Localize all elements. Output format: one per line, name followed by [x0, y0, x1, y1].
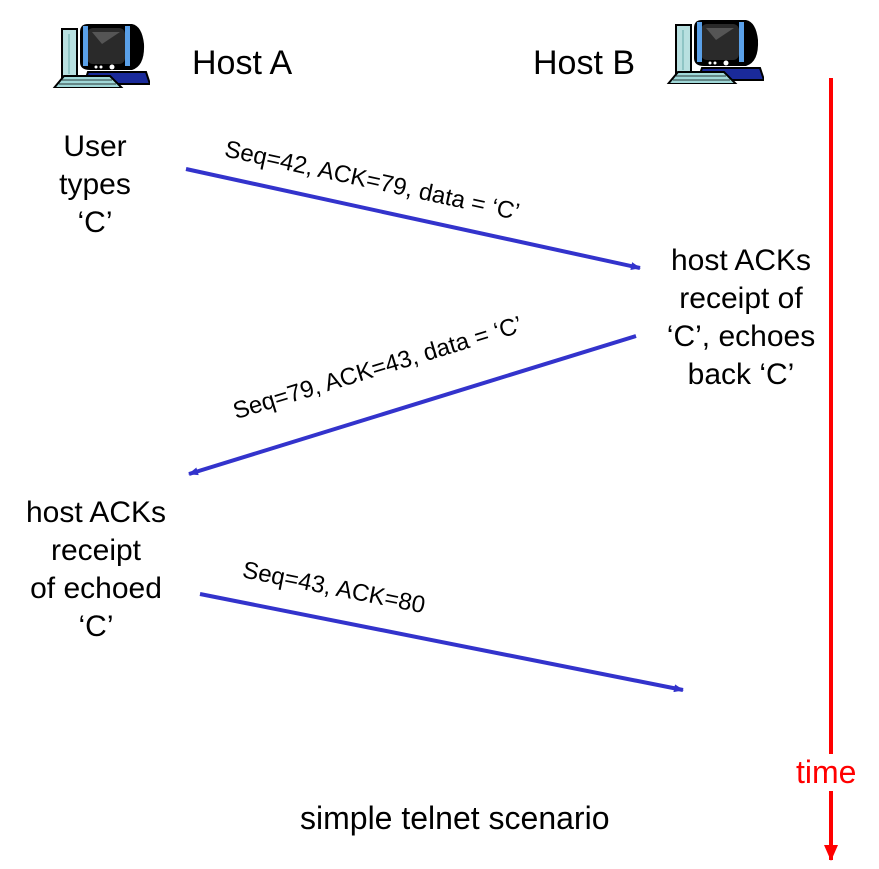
note-line: host ACKs	[670, 244, 812, 277]
time-label: time	[794, 754, 859, 791]
host-a-label: Host A	[192, 44, 293, 82]
host-a-computer-icon	[52, 24, 150, 88]
note-line: host ACKs	[25, 496, 167, 529]
note-line: types	[59, 168, 131, 201]
message-arrow-1	[185, 167, 641, 270]
host-b-computer-icon	[666, 20, 764, 84]
note-line: back ‘C’	[687, 358, 795, 391]
message-arrow-2	[188, 334, 637, 476]
note-line: User	[63, 130, 127, 163]
message-arrow-3	[199, 592, 684, 693]
note-line: ‘C’	[78, 610, 114, 643]
note-line: ‘C’	[77, 206, 113, 239]
note-line: receipt	[50, 534, 142, 567]
note-host-a-acks: host ACKs receipt of echoed ‘C’	[4, 494, 188, 646]
diagram-caption: simple telnet scenario	[300, 800, 610, 836]
note-line: ‘C’, echoes	[666, 320, 816, 353]
host-b-label: Host B	[533, 44, 636, 82]
note-line: of echoed	[30, 572, 162, 605]
note-line: receipt of	[679, 282, 803, 315]
note-user-types: User types ‘C’	[40, 128, 150, 242]
note-host-b-acks: host ACKs receipt of ‘C’, echoes back ‘C…	[648, 242, 834, 394]
